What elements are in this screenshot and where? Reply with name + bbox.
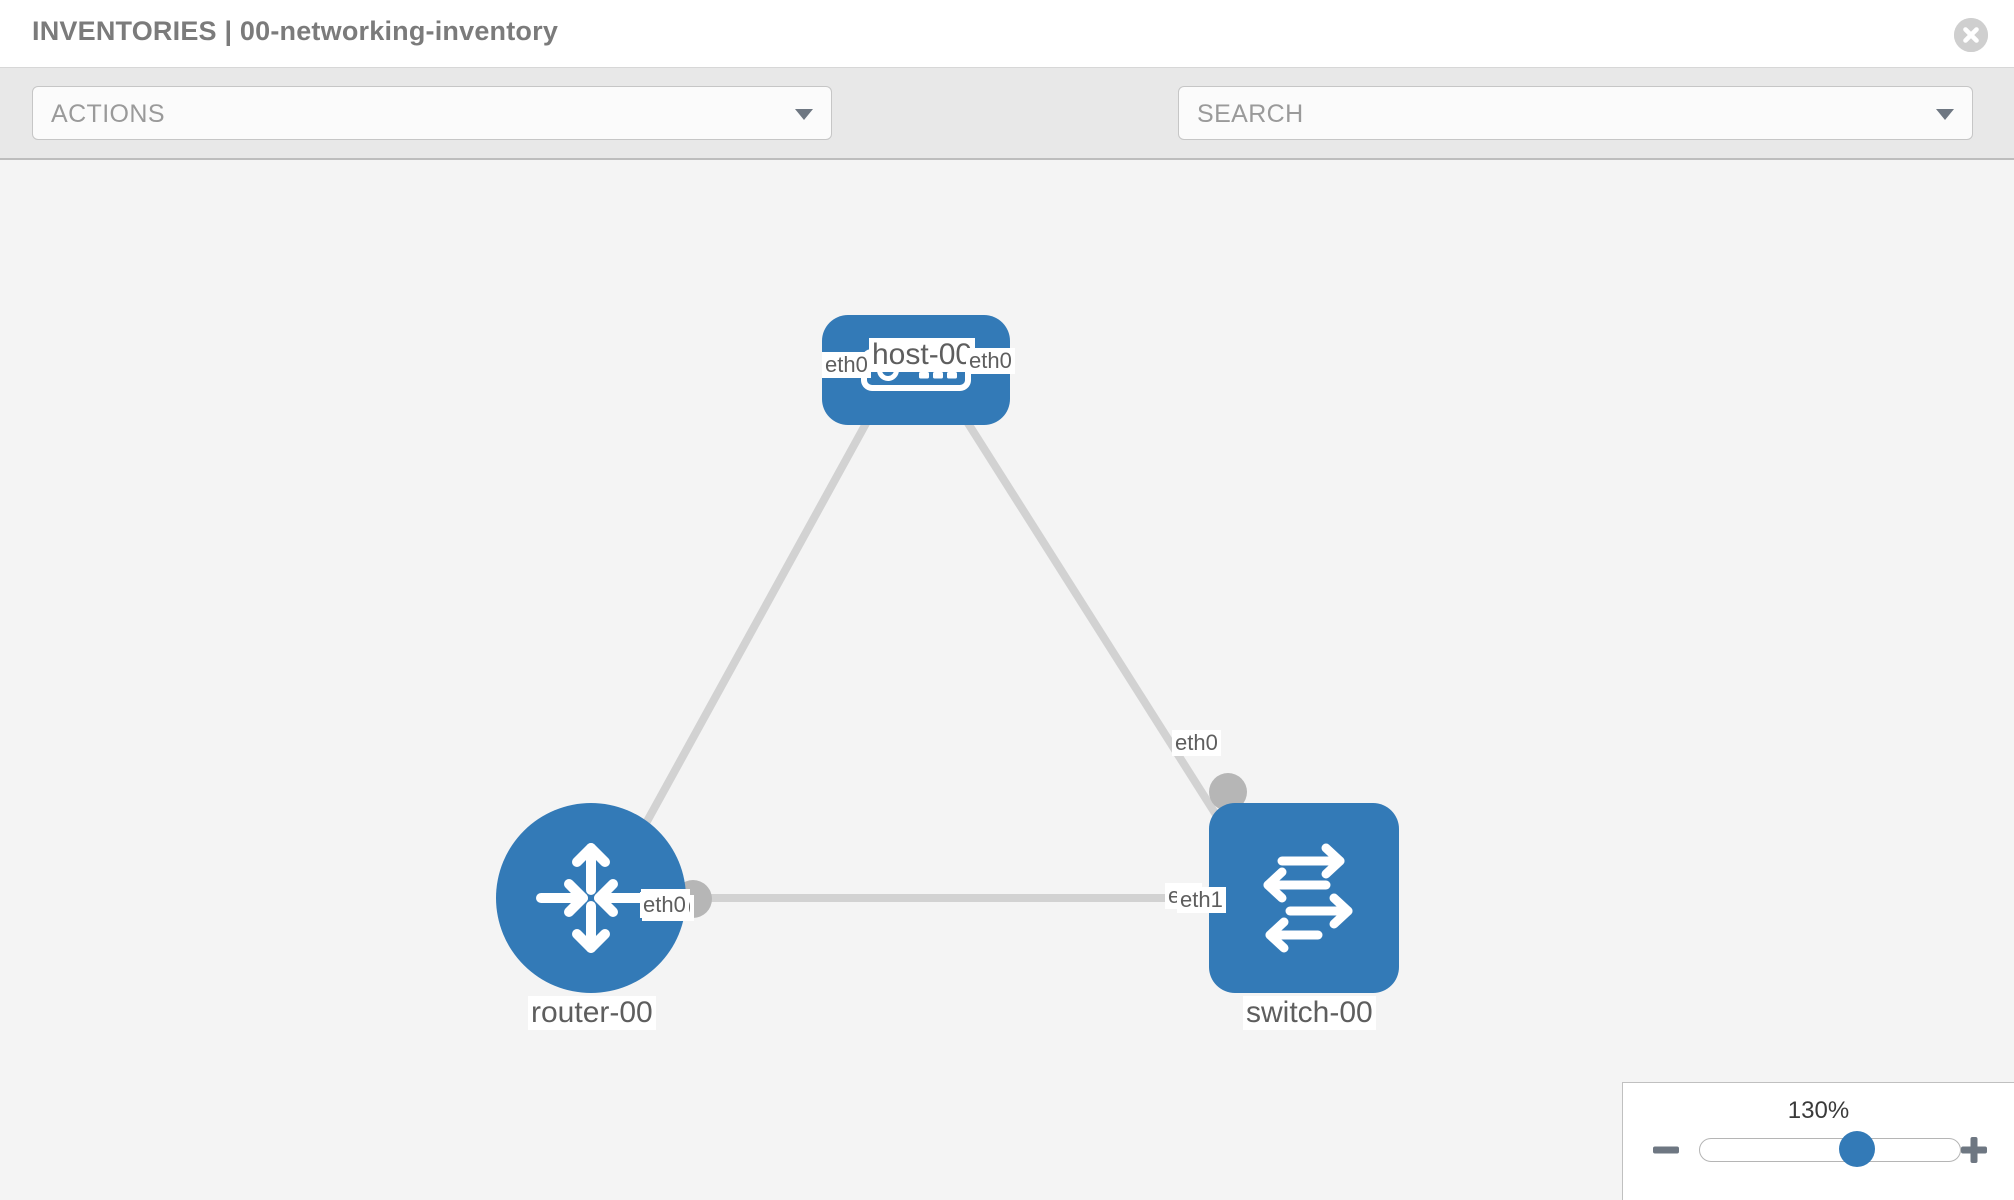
page-header: INVENTORIES | 00-networking-inventory bbox=[0, 0, 2014, 68]
zoom-slider-thumb[interactable] bbox=[1839, 1131, 1875, 1167]
router-arrows-icon bbox=[536, 843, 646, 953]
node-label-router-00: router-00 bbox=[528, 996, 656, 1030]
iface-label-link-router-up: eth0 bbox=[640, 892, 689, 918]
page-title: INVENTORIES | 00-networking-inventory bbox=[32, 16, 559, 46]
close-button[interactable] bbox=[1954, 18, 1988, 52]
chevron-down-icon bbox=[1936, 109, 1954, 120]
plus-icon bbox=[1961, 1137, 1987, 1163]
zoom-out-button[interactable] bbox=[1652, 1136, 1680, 1164]
zoom-slider-track[interactable] bbox=[1699, 1138, 1961, 1162]
toolbar: ACTIONS SEARCH bbox=[0, 68, 2014, 196]
search-input[interactable]: SEARCH bbox=[1178, 86, 1973, 140]
chevron-down-icon bbox=[795, 109, 813, 120]
iface-label-switch-up: eth0 bbox=[1172, 730, 1221, 756]
iface-label-switch-left-b: eth1 bbox=[1177, 887, 1226, 913]
actions-dropdown-label: ACTIONS bbox=[51, 100, 165, 128]
node-label-host-00: host-00 bbox=[869, 338, 976, 372]
zoom-control-panel: 130% bbox=[1622, 1082, 2014, 1200]
topology-canvas[interactable]: eth0 host-00 eth0 eth0 eth0 router-00 bbox=[0, 160, 2014, 1200]
search-input-value: SEARCH bbox=[1197, 100, 1304, 128]
actions-dropdown[interactable]: ACTIONS bbox=[32, 86, 832, 140]
node-switch-00-shape[interactable] bbox=[1209, 803, 1399, 993]
iface-label-host-left: eth0 bbox=[822, 352, 871, 378]
link-host-router bbox=[597, 396, 884, 907]
node-label-switch-00: switch-00 bbox=[1243, 996, 1376, 1030]
switch-arrows-icon bbox=[1263, 843, 1353, 953]
close-circle-icon bbox=[1954, 18, 1988, 52]
link-host-switch bbox=[948, 395, 1236, 843]
iface-label-host-right: eth0 bbox=[966, 348, 1015, 374]
minus-icon bbox=[1653, 1146, 1679, 1154]
zoom-in-button[interactable] bbox=[1960, 1136, 1988, 1164]
topology-links bbox=[597, 395, 1236, 907]
zoom-level-label: 130% bbox=[1787, 1097, 1850, 1124]
